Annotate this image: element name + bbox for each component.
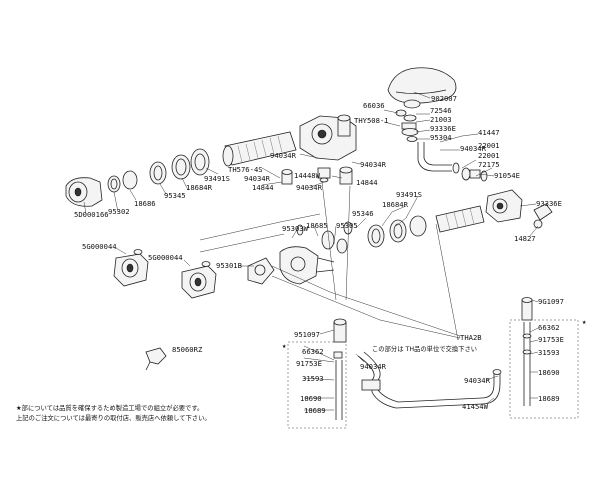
label-93491s-b: 93491S bbox=[396, 190, 422, 199]
label-95301b: 95301B bbox=[216, 261, 242, 270]
label-72175: 72175 bbox=[478, 160, 500, 169]
label-31593-a: 31593 bbox=[302, 374, 324, 383]
label-93336e-b: 93336E bbox=[536, 199, 562, 208]
label-14844-b: 14844 bbox=[356, 178, 378, 187]
part-number-labels: 902007 66036 72546 THY508-1 21003 93336E… bbox=[74, 94, 587, 415]
label-14827: 14827 bbox=[514, 234, 536, 243]
label-95302: 95302 bbox=[108, 207, 130, 216]
label-21003: 21003 bbox=[430, 115, 452, 124]
label-18684r-b: 18684R bbox=[382, 200, 409, 209]
label-94034r-c: 94034R bbox=[360, 160, 387, 169]
unit-exchange-note: この部分は TH品の単位で交換下さい bbox=[372, 344, 477, 353]
curved-pipe-part bbox=[417, 142, 488, 182]
lever-handle-part bbox=[387, 67, 457, 109]
label-951097: 951097 bbox=[294, 330, 320, 339]
label-72546: 72546 bbox=[430, 106, 452, 115]
label-5g000044-a: 5G000044 bbox=[82, 242, 117, 251]
label-902007: 902007 bbox=[431, 94, 457, 103]
main-valve-body bbox=[299, 114, 357, 161]
label-85060rz: 85060RZ bbox=[172, 345, 203, 354]
label-22001-a: 22001 bbox=[478, 141, 500, 150]
label-14844-a: 14844 bbox=[252, 183, 274, 192]
cap-stack-part bbox=[395, 109, 419, 142]
left-knob-part bbox=[65, 177, 103, 207]
star-mark-right: ★ bbox=[582, 317, 587, 326]
wall-hook-part bbox=[145, 347, 167, 371]
label-93336e-a: 93336E bbox=[430, 124, 456, 133]
label-66362-b: 66362 bbox=[538, 323, 560, 332]
label-18686: 18686 bbox=[134, 199, 156, 208]
label-66036: 66036 bbox=[363, 101, 385, 110]
label-41454w: 41454W bbox=[462, 402, 489, 411]
shower-pipe-right bbox=[521, 297, 533, 406]
label-th576-4s: TH576-4S bbox=[228, 165, 263, 174]
label-14448w: 14448W bbox=[294, 171, 321, 180]
star-group-box-right bbox=[509, 319, 579, 419]
label-18689-a: 18689 bbox=[304, 406, 326, 415]
eccentric-leg-left bbox=[113, 249, 149, 287]
footer-note-line2: 上記のご注文については最寄りの取付店、販売店へ依頼して下さい。 bbox=[16, 413, 211, 422]
eccentric-leg-right bbox=[181, 261, 217, 299]
label-18685: 18685 bbox=[306, 221, 328, 230]
right-cock-body bbox=[485, 189, 553, 229]
label-91753e-b: 91753E bbox=[538, 335, 564, 344]
label-31593-b: 31593 bbox=[538, 348, 560, 357]
shower-pipe-left bbox=[333, 318, 347, 420]
label-18690-b: 18690 bbox=[538, 368, 560, 377]
label-5g000044-b: 5G000044 bbox=[148, 253, 183, 262]
label-93491s-a: 93491S bbox=[204, 174, 230, 183]
label-9g1097: 9G1097 bbox=[538, 297, 564, 306]
label-91054e: 91054E bbox=[494, 171, 520, 180]
small-fittings-mid bbox=[281, 166, 353, 185]
label-95303w: 95303W bbox=[282, 224, 309, 233]
hose-part bbox=[357, 351, 502, 409]
label-tha2b: THA2B bbox=[460, 333, 482, 342]
label-5d000166: 5D000166 bbox=[74, 210, 109, 219]
ring-series-left bbox=[107, 148, 210, 193]
leader-lines bbox=[83, 91, 539, 411]
star-group-box-left bbox=[287, 341, 347, 429]
ring-series-right bbox=[343, 205, 485, 248]
footer-note-line1: ★部については品質を確保するため製造工場での組立が必要です。 bbox=[16, 403, 203, 412]
elbow-body-part bbox=[279, 246, 335, 285]
star-mark-left: ★ bbox=[282, 341, 287, 350]
label-18684r-a: 18684R bbox=[186, 183, 213, 192]
label-94034r-b: 94034R bbox=[270, 151, 297, 160]
label-18689-b: 18689 bbox=[538, 394, 560, 403]
label-41447: 41447 bbox=[478, 128, 500, 137]
label-95346: 95346 bbox=[352, 209, 374, 218]
ring-series-center bbox=[296, 224, 348, 254]
label-94034r-f: 94034R bbox=[360, 362, 387, 371]
label-22001-b: 22001 bbox=[478, 151, 500, 160]
label-18690-a: 18690 bbox=[300, 394, 322, 403]
label-94034r-e: 94034R bbox=[296, 183, 323, 192]
label-94034r-a: 94034R bbox=[460, 144, 487, 153]
end-cap-part bbox=[247, 257, 275, 285]
label-thy508-1: THY508-1 bbox=[354, 116, 389, 125]
label-91753e-a: 91753E bbox=[296, 359, 322, 368]
label-95345: 95345 bbox=[164, 191, 186, 200]
label-95304: 95304 bbox=[430, 133, 452, 142]
label-94034r-d: 94034R bbox=[244, 174, 271, 183]
label-66362-a: 66362 bbox=[302, 347, 324, 356]
cartridge-part bbox=[222, 131, 297, 167]
label-94034r-g: 94034R bbox=[464, 376, 491, 385]
label-95305: 95305 bbox=[336, 221, 358, 230]
